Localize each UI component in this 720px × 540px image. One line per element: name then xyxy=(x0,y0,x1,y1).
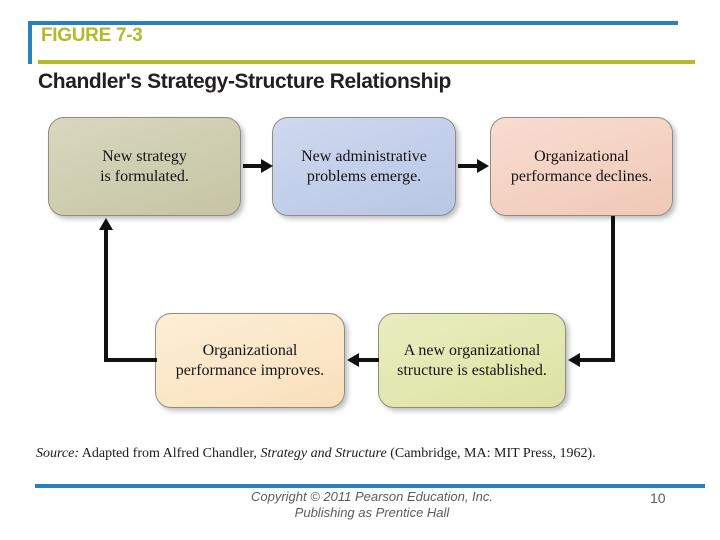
node-line-1: A new organizational xyxy=(403,341,541,359)
node-line-2: problems emerge. xyxy=(306,167,422,185)
node-line-1: Organizational xyxy=(202,341,298,359)
arrowhead-up-5 xyxy=(99,218,113,230)
connector-declines-to-structure xyxy=(580,358,615,362)
flow-node-performance-improves: Organizational performance improves. xyxy=(155,313,345,408)
page-title: Chandler's Strategy-Structure Relationsh… xyxy=(38,70,451,93)
connector-problems-to-declines xyxy=(458,164,478,168)
connector-declines-down xyxy=(611,216,615,362)
footer-copyright-line-2: Publishing as Prentice Hall xyxy=(294,504,450,520)
node-line-1: Organizational xyxy=(534,147,629,165)
source-text-before: Adapted from Alfred Chandler, xyxy=(79,446,261,461)
footer-rule xyxy=(35,484,705,488)
flow-diagram: New strategy is formulated. New administ… xyxy=(0,100,720,430)
figure-label: FIGURE 7-3 xyxy=(41,25,143,46)
flow-node-admin-problems: New administrative problems emerge. xyxy=(272,117,456,216)
node-line-2: is formulated. xyxy=(100,167,189,185)
connector-structure-to-improves xyxy=(359,358,379,362)
arrowhead-right-2 xyxy=(477,159,489,173)
arrowhead-left-3 xyxy=(568,353,580,367)
header-left-bar xyxy=(28,21,32,64)
footer-copyright: Copyright © 2011 Pearson Education, Inc.… xyxy=(222,489,522,521)
source-prefix: Source: xyxy=(36,446,80,461)
node-line-2: structure is established. xyxy=(397,361,547,379)
footer-copyright-line-1: Copyright © 2011 Pearson Education, Inc. xyxy=(250,489,494,504)
arrowhead-left-4 xyxy=(347,353,359,367)
page-number: 10 xyxy=(650,490,666,506)
node-line-1: New administrative xyxy=(301,147,427,165)
arrowhead-right-1 xyxy=(261,159,273,173)
node-line-2: performance declines. xyxy=(510,167,653,185)
node-line-1: New strategy xyxy=(102,147,187,165)
header-olive-rule xyxy=(38,60,695,64)
connector-improves-left xyxy=(104,358,157,362)
header-top-rule xyxy=(28,21,678,25)
node-line-2: performance improves. xyxy=(175,361,325,379)
flow-node-new-structure: A new organizational structure is establ… xyxy=(378,313,566,408)
source-note: Source: Adapted from Alfred Chandler, St… xyxy=(36,446,596,462)
connector-strategy-to-problems xyxy=(243,164,262,168)
flow-node-performance-declines: Organizational performance declines. xyxy=(490,117,673,216)
flow-node-new-strategy: New strategy is formulated. xyxy=(48,117,241,216)
source-text-after: (Cambridge, MA: MIT Press, 1962). xyxy=(386,446,596,461)
connector-improves-up xyxy=(104,230,108,362)
source-book-title: Strategy and Structure xyxy=(260,446,387,461)
